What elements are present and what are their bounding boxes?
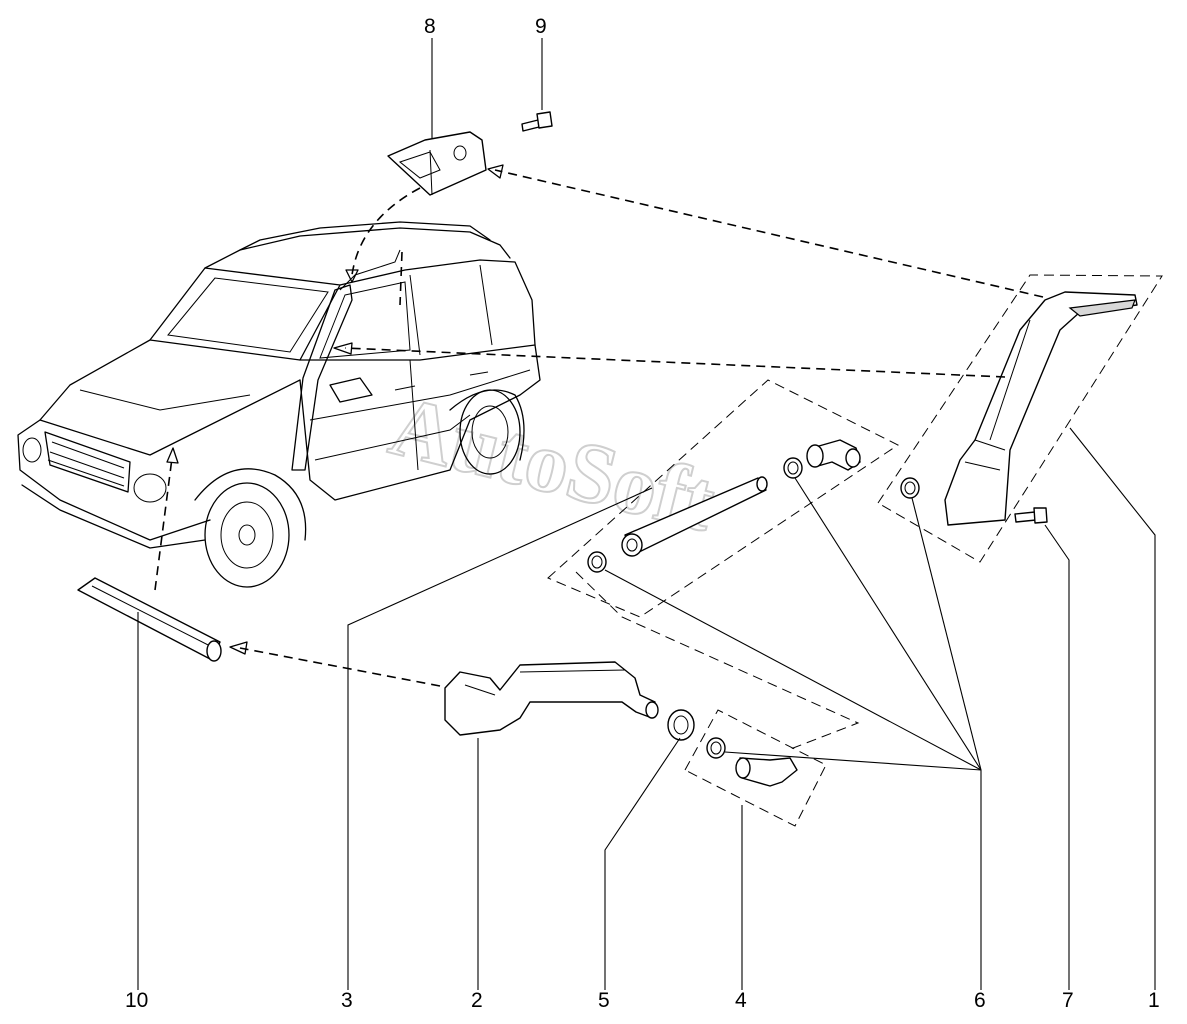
callout-9: 9 [535,15,547,38]
callout-8: 8 [424,15,436,38]
callout-3: 3 [341,989,353,1012]
callout-5: 5 [598,989,610,1012]
intake-duct-part [444,661,659,736]
elbow-fitting-upper [806,439,861,471]
tube-part [621,476,768,557]
callout-labels: 8 9 10 3 2 5 4 6 7 1 [125,15,1160,1012]
seal-ring-part [667,709,695,741]
o-rings [587,457,920,759]
leader-lines [137,38,1156,990]
callout-2: 2 [471,989,483,1012]
elbow-fitting-lower [735,757,798,787]
bolt-right-part [1014,507,1048,524]
bracket-part [387,131,487,196]
seal-strip-part [77,577,222,662]
callout-10: 10 [125,989,148,1012]
callout-4: 4 [735,989,747,1012]
callout-6: 6 [974,989,986,1012]
assembly-frames [547,274,1163,827]
snorkel-body-part [944,291,1138,526]
callout-7: 7 [1062,989,1074,1012]
callout-1: 1 [1148,989,1160,1012]
bolt-top-part [521,111,553,132]
vehicle-illustration [17,221,541,588]
assembly-arrows [154,164,1044,687]
